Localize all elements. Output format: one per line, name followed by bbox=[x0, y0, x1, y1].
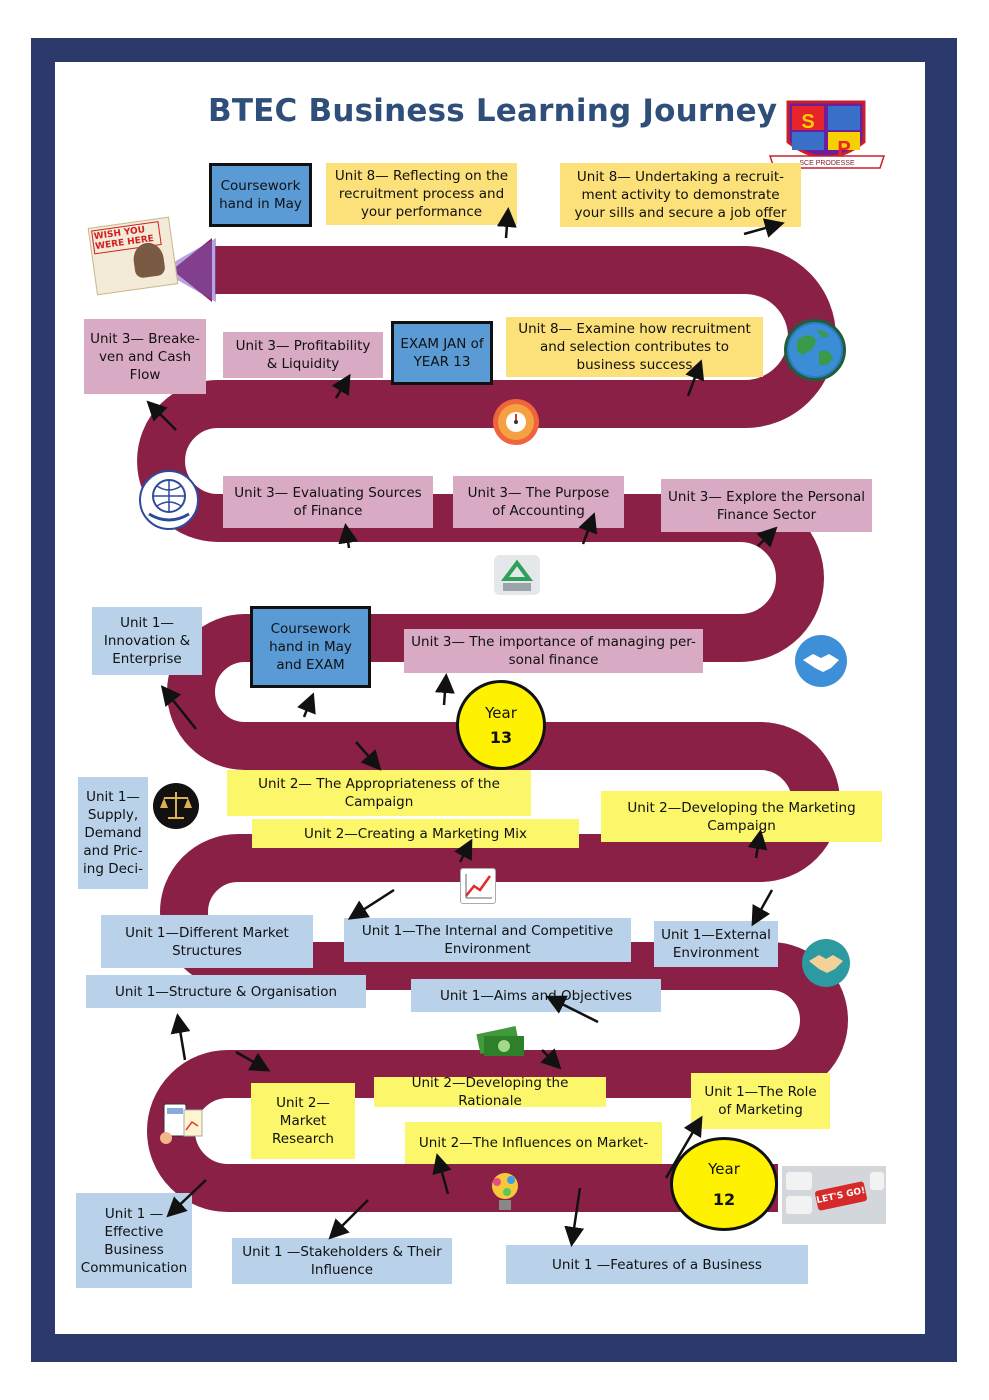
unit8-examine-box: Unit 8— Examine how recruitment and sele… bbox=[506, 317, 763, 377]
chart-icon bbox=[460, 868, 496, 904]
handshake-icon bbox=[795, 635, 847, 687]
scales-icon bbox=[153, 783, 199, 829]
unit1-communication-box: Unit 1 — Effective Business Communicatio… bbox=[76, 1193, 192, 1288]
logo-letter-p: P bbox=[837, 138, 850, 160]
year-12-label: Year bbox=[708, 1159, 740, 1178]
logo-motto: SCE PRODESSE bbox=[799, 160, 855, 167]
year-13-label: Year bbox=[485, 703, 517, 722]
coursework-may-box: Coursework hand in May bbox=[209, 163, 312, 227]
clock-icon bbox=[493, 399, 539, 445]
keyboard-image: LET'S GO! bbox=[782, 1166, 886, 1224]
unit1-internal-environment-box: Unit 1—The Internal and Competitive Envi… bbox=[344, 918, 631, 962]
unit1-aims-box: Unit 1—Aims and Objectives bbox=[411, 979, 661, 1012]
handshake-icon-2 bbox=[802, 939, 850, 987]
unit2-rationale-box: Unit 2—Developing the Rationale bbox=[374, 1075, 606, 1109]
year-12-number: 12 bbox=[712, 1189, 736, 1209]
unit1-features-box: Unit 1 —Features of a Business bbox=[506, 1245, 808, 1284]
year-13-number: 13 bbox=[489, 727, 513, 747]
unit3-importance-box: Unit 3— The importance of managing per-s… bbox=[404, 629, 703, 673]
unit2-developing-campaign-box: Unit 2—Developing the Marketing Campaign bbox=[601, 791, 882, 842]
unit1-supply-demand-box: Unit 1— Supply, Demand and Pric-ing Deci… bbox=[78, 777, 148, 889]
unit3-personal-finance-box: Unit 3— Explore the Personal Finance Sec… bbox=[661, 479, 872, 532]
unit1-stakeholders-box: Unit 1 —Stakeholders & Their Influence bbox=[232, 1238, 452, 1284]
unit3-profitability-box: Unit 3— Profitability & Liquidity bbox=[223, 332, 383, 378]
unit1-market-structures-box: Unit 1—Different Market Structures bbox=[101, 915, 313, 968]
unit8-undertaking-box: Unit 8— Undertaking a recruit-ment activ… bbox=[560, 163, 801, 227]
emblem-icon bbox=[139, 470, 199, 530]
postcard-image: WISH YOU WERE HERE bbox=[87, 216, 179, 296]
year-12-marker: Year 12 bbox=[670, 1137, 778, 1231]
unit3-purpose-box: Unit 3— The Purpose of Accounting bbox=[453, 476, 624, 528]
unit1-external-environment-box: Unit 1—External Environment bbox=[654, 921, 778, 967]
unit3-breakeven-box: Unit 3— Breake-ven and Cash Flow bbox=[84, 319, 206, 394]
page-title: BTEC Business Learning Journey bbox=[208, 93, 778, 129]
school-logo: S P SCE PRODESSE bbox=[768, 100, 886, 169]
unit3-evaluating-box: Unit 3— Evaluating Sources of Finance bbox=[223, 476, 433, 528]
calculator-icon bbox=[158, 1100, 206, 1146]
unit2-marketing-mix-box: Unit 2—Creating a Marketing Mix bbox=[252, 819, 579, 848]
coursework-exam-box: Coursework hand in May and EXAM bbox=[250, 606, 371, 688]
recycle-icon bbox=[494, 555, 540, 595]
globe-icon bbox=[784, 319, 846, 381]
unit1-structure-box: Unit 1—Structure & Organisation bbox=[86, 975, 366, 1008]
unit1-innovation-box: Unit 1— Innovation & Enterprise bbox=[92, 607, 202, 675]
unit2-appropriateness-box: Unit 2— The Appropriateness of the Campa… bbox=[227, 770, 531, 816]
year-13-marker: Year 13 bbox=[456, 680, 546, 770]
lets-go-key: LET'S GO! bbox=[814, 1181, 868, 1211]
lightbulb-icon bbox=[485, 1170, 525, 1216]
unit2-market-research-box: Unit 2— Market Research bbox=[251, 1083, 355, 1159]
logo-letter-s: S bbox=[801, 111, 814, 133]
unit1-role-marketing-box: Unit 1—The Role of Marketing bbox=[691, 1073, 830, 1129]
unit2-influences-box: Unit 2—The Influences on Market- bbox=[405, 1122, 662, 1164]
money-icon bbox=[474, 1020, 528, 1062]
unit8-reflecting-box: Unit 8— Reflecting on the recruitment pr… bbox=[326, 163, 517, 225]
exam-jan-box: EXAM JAN of YEAR 13 bbox=[391, 321, 493, 385]
